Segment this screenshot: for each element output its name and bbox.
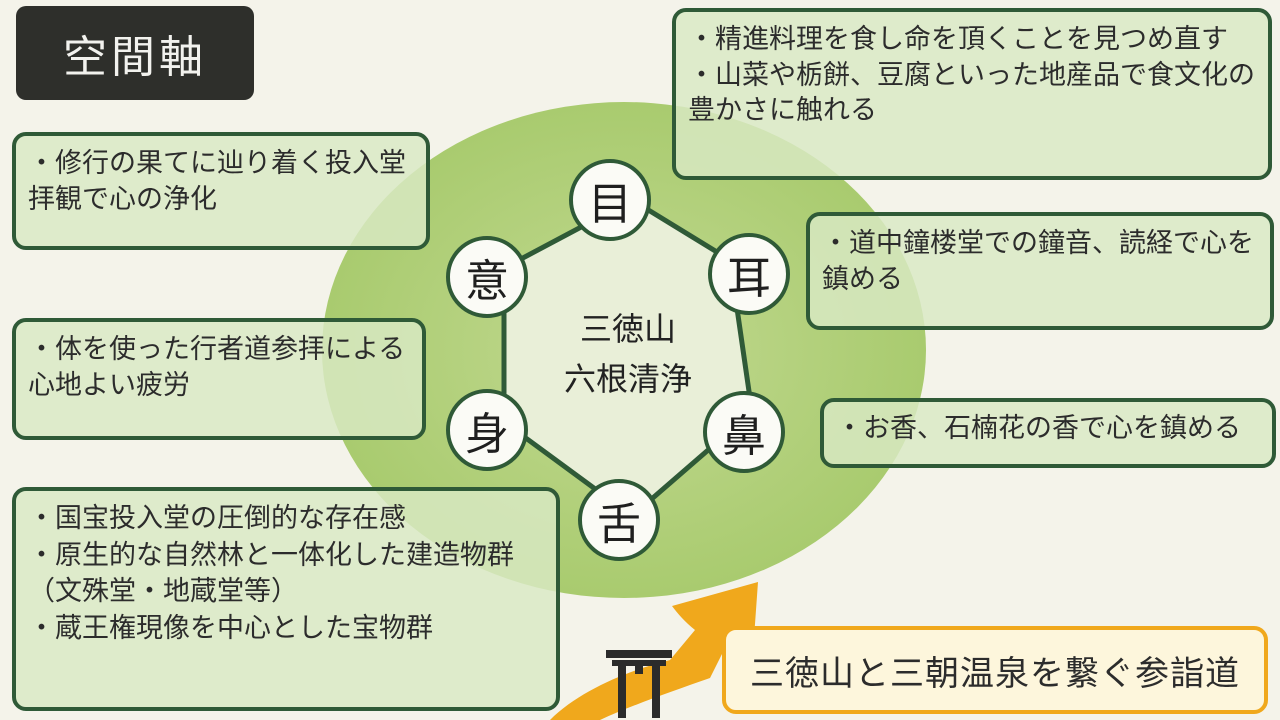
- ear-text-2: 鎮める: [822, 263, 903, 295]
- torii-gate-icon: [606, 650, 672, 718]
- center-line-2: 六根清浄: [563, 359, 692, 398]
- mind-description-box: ・修行の果てに辿り着く投入堂 拝観で心の浄化: [12, 132, 430, 250]
- sense-nose-circle: 鼻: [703, 391, 785, 473]
- body-text-1: ・体を使った行者道参拝による: [28, 334, 406, 365]
- sense-eye-circle: 目: [569, 159, 651, 241]
- body-text-2: 心地よい疲労: [28, 369, 190, 401]
- diagram-title: 空間軸: [16, 6, 254, 100]
- heritage-text-2: ・原生的な自然林と一体化した建造物群: [28, 539, 514, 571]
- center-line-1: 三徳山: [579, 310, 676, 348]
- taste-text-2: ・山菜や栃餅、豆腐といった地産品で食文化の: [688, 59, 1255, 91]
- sense-ear-circle: 耳: [708, 233, 790, 315]
- pilgrimage-route-label: 三徳山と三朝温泉を繋ぐ参詣道: [722, 626, 1268, 714]
- sense-mind-circle: 意: [446, 236, 528, 318]
- ear-description-box: ・道中鐘楼堂での鐘音、読経で心を 鎮める: [806, 212, 1274, 330]
- taste-text-3: 豊かさに触れる: [688, 95, 877, 127]
- center-label: 三徳山 六根清浄: [540, 305, 716, 404]
- taste-description-box: ・精進料理を食し命を頂くことを見つめ直す ・山菜や栃餅、豆腐といった地産品で食文…: [672, 8, 1272, 180]
- visual-heritage-box: ・国宝投入堂の圧倒的な存在感 ・原生的な自然林と一体化した建造物群 （文殊堂・地…: [12, 487, 560, 711]
- heritage-text-3: （文殊堂・地蔵堂等）: [28, 576, 298, 608]
- sense-body-circle: 身: [446, 389, 528, 471]
- sense-tongue-circle: 舌: [578, 479, 660, 561]
- mind-text-2: 拝観で心の浄化: [28, 183, 217, 215]
- heritage-text-4: ・蔵王権現像を中心とした宝物群: [28, 613, 433, 645]
- ear-text-1: ・道中鐘楼堂での鐘音、読経で心を: [822, 228, 1254, 259]
- nose-text-1: ・お香、石楠花の香で心を鎮める: [836, 413, 1241, 444]
- route-arrow-icon: [550, 582, 758, 720]
- mind-text-1: ・修行の果てに辿り着く投入堂: [28, 148, 406, 179]
- body-description-box: ・体を使った行者道参拝による 心地よい疲労: [12, 318, 426, 440]
- taste-text-1: ・精進料理を食し命を頂くことを見つめ直す: [688, 24, 1228, 55]
- nose-description-box: ・お香、石楠花の香で心を鎮める: [820, 398, 1276, 468]
- heritage-text-1: ・国宝投入堂の圧倒的な存在感: [28, 503, 406, 534]
